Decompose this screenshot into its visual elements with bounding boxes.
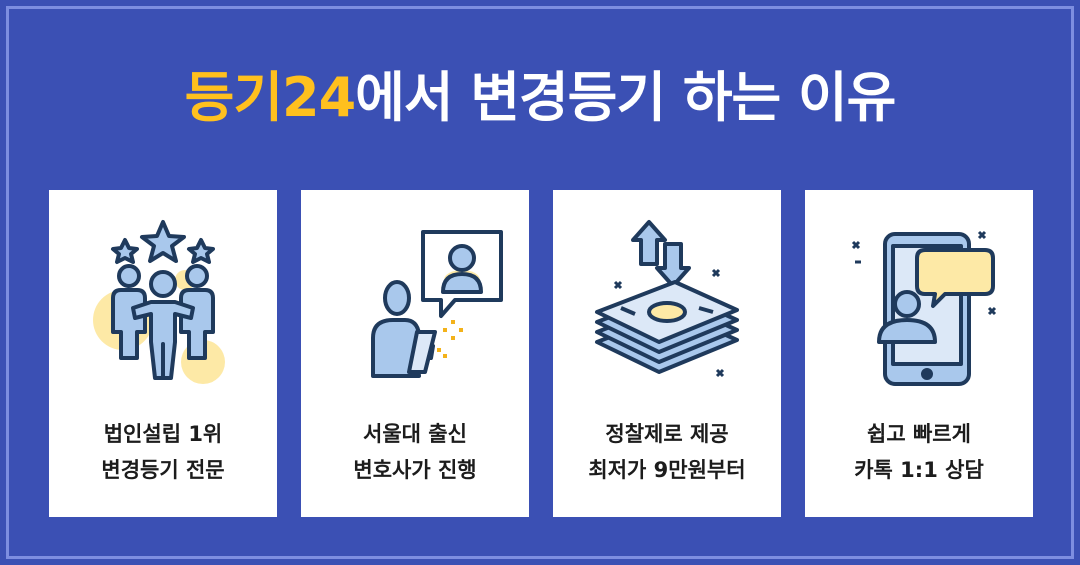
caption-line-1: 쉽고 빠르게	[867, 422, 971, 446]
caption-line-2: 최저가 9만원부터	[588, 458, 746, 482]
caption-line-2: 변경등기 전문	[101, 458, 225, 482]
title-brand: 등기24	[184, 66, 357, 129]
card-caption: 쉽고 빠르게 카톡 1:1 상담	[805, 416, 1033, 488]
feature-card-4: 쉽고 빠르게 카톡 1:1 상담	[805, 190, 1033, 517]
card-caption: 정찰제로 제공 최저가 9만원부터	[553, 416, 781, 488]
smartphone-chat-icon	[851, 230, 997, 386]
caption-line-2: 변호사가 진행	[353, 458, 477, 482]
page-title: 등기24에서 변경등기 하는 이유	[0, 62, 1080, 134]
card-caption: 서울대 출신 변호사가 진행	[301, 416, 529, 488]
feature-card-2: 서울대 출신 변호사가 진행	[301, 190, 529, 517]
consultation-icon	[371, 230, 503, 378]
money-stack-icon	[595, 220, 739, 378]
feature-card-1: 법인설립 1위 변경등기 전문	[49, 190, 277, 517]
card-caption: 법인설립 1위 변경등기 전문	[49, 416, 277, 488]
caption-line-1: 정찰제로 제공	[605, 422, 729, 446]
title-rest: 에서 변경등기 하는 이유	[355, 66, 896, 129]
feature-card-3: 정찰제로 제공 최저가 9만원부터	[553, 190, 781, 517]
team-stars-icon	[93, 220, 225, 384]
caption-line-1: 서울대 출신	[363, 422, 467, 446]
caption-line-2: 카톡 1:1 상담	[854, 458, 984, 482]
caption-line-1: 법인설립 1위	[103, 422, 223, 446]
